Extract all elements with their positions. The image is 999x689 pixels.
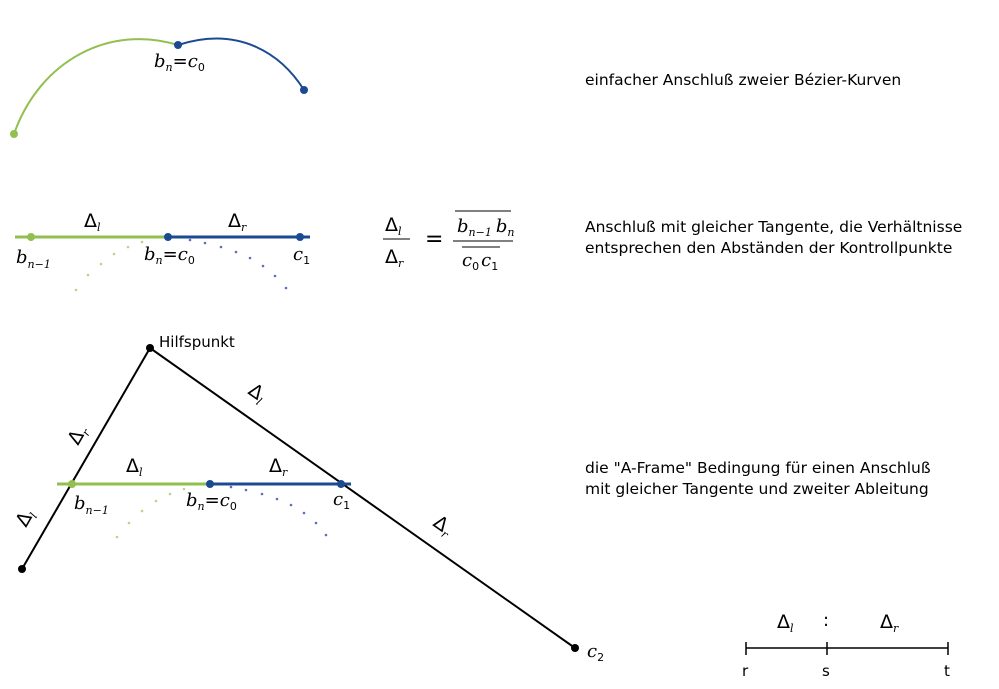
section-a-frame: Hilfspunkt Δl Δr Δr Δl Δl Δr bn−1 bn=c0 … [11, 333, 604, 664]
left-curve-start-point [10, 130, 18, 138]
point-aframe-b-n-minus-1 [68, 480, 76, 488]
label-leg-delta-r-right: Δr [428, 511, 457, 542]
aframe-right-curve-dotted [229, 485, 328, 537]
caption-simple-join: einfacher Anschluß zweier Bézier-Kurven [585, 71, 902, 89]
a-frame-left-leg [21, 347, 151, 570]
point-bn-c0 [164, 233, 172, 241]
label-param-r: r [742, 662, 749, 680]
right-curve-end-point [300, 86, 308, 94]
aframe-left-curve-dotted [115, 487, 186, 539]
left-bezier-curve [13, 38, 179, 135]
label-bn-eq-c0: bn=c0 [154, 51, 205, 74]
label-aframe-delta-l: Δl [126, 455, 143, 479]
formula-numerator-delta-l: Δl [385, 214, 402, 238]
label-bn-eq-c0: bn=c0 [144, 244, 195, 267]
label-delta-r: Δr [228, 210, 247, 234]
right-curve-dotted [188, 238, 288, 290]
caption-aframe-line-1: die "A-Frame" Bedingung für einen Anschl… [585, 459, 931, 477]
label-c1: c1 [293, 244, 310, 267]
label-aframe-c1: c1 [333, 489, 350, 512]
label-scale-delta-l: Δl [777, 611, 794, 635]
label-c2: c2 [587, 641, 604, 664]
label-delta-l: Δl [84, 210, 101, 234]
label-leg-delta-r-upper: Δr [63, 421, 93, 449]
join-point [174, 41, 182, 49]
label-leg-delta-l-right: Δl [243, 379, 271, 408]
point-c2 [571, 644, 579, 652]
label-param-t: t [944, 662, 950, 680]
label-scale-delta-r: Δr [880, 611, 899, 635]
label-hilfspunkt: Hilfspunkt [159, 333, 235, 351]
point-aframe-bn-c0 [206, 480, 214, 488]
label-scale-colon: : [823, 610, 829, 631]
caption-tangent-join-line-1: Anschluß mit gleicher Tangente, die Verh… [585, 218, 963, 236]
a-frame-right-leg [149, 347, 576, 649]
label-b-n-minus-1: bn−1 [16, 247, 51, 271]
section-simple-join: bn=c0 [10, 37, 308, 138]
formula-denominator-delta-r: Δr [385, 246, 404, 270]
point-hilfspunkt [146, 344, 154, 352]
right-bezier-curve [177, 37, 305, 91]
label-aframe-bn-eq-c0: bn=c0 [186, 490, 237, 513]
point-aframe-c1 [337, 480, 345, 488]
label-aframe-b-n-minus-1: bn−1 [74, 493, 109, 517]
label-leg-delta-l-lower: Δl [11, 505, 40, 532]
point-c1 [296, 233, 304, 241]
left-curve-dotted [74, 240, 144, 292]
label-param-s: s [822, 662, 830, 680]
point-a-frame-bottom-left [18, 565, 26, 573]
caption-aframe-line-2: mit gleicher Tangente und zweiter Ableit… [585, 480, 929, 498]
caption-tangent-join-line-2: entsprechen den Abständen der Kontrollpu… [585, 239, 953, 257]
point-b-n-minus-1 [27, 233, 35, 241]
label-aframe-delta-r: Δr [269, 455, 288, 479]
formula-equals: = [425, 227, 443, 252]
parameter-ratio-scale: r s t Δl : Δr [742, 610, 950, 680]
